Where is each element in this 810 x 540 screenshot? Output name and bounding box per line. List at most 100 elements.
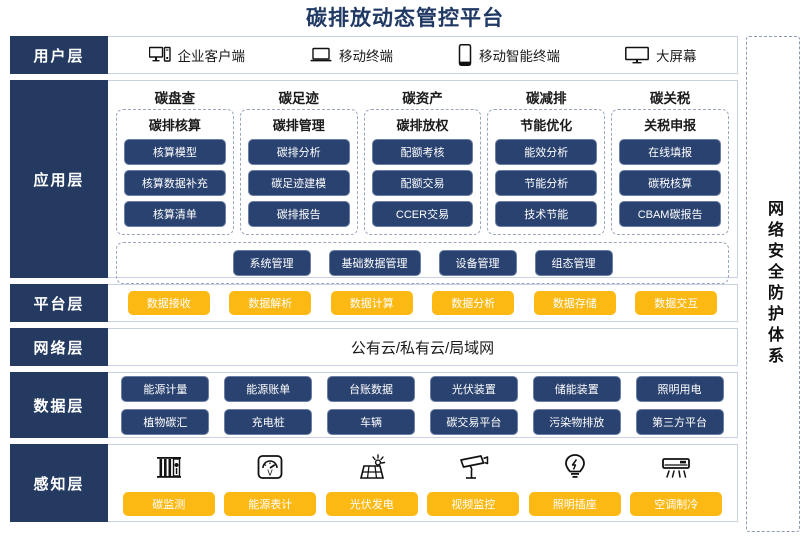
layer-label-platform: 平台层: [10, 284, 108, 322]
app-column-subhead: 节能优化: [520, 118, 573, 133]
app-item[interactable]: 技术节能: [495, 201, 598, 227]
data-item[interactable]: 第三方平台: [635, 408, 724, 435]
app-item[interactable]: 节能分析: [495, 170, 598, 196]
smartphone-icon: [458, 44, 472, 66]
svg-text:V: V: [268, 468, 274, 477]
sense-item-solar[interactable]: 光伏发电: [324, 449, 420, 516]
app-item[interactable]: 配额考核: [371, 139, 474, 165]
app-column-carbon-footprint: 碳足迹 碳排管理 碳排分析 碳足迹建模 碳排报告: [239, 87, 358, 235]
user-item-smart-terminal[interactable]: 移动智能终端: [458, 44, 560, 66]
app-item[interactable]: 核算数据补充: [124, 170, 226, 196]
sense-item-hvac[interactable]: 空调制冷: [628, 449, 724, 516]
data-item[interactable]: 光伏装置: [429, 375, 518, 402]
app-column-head: 碳减排: [526, 91, 567, 106]
user-item-label: 大屏幕: [656, 49, 697, 64]
layer-label-application: 应用层: [10, 80, 108, 278]
data-item[interactable]: 充电桩: [224, 408, 313, 435]
app-item[interactable]: 在线填报: [619, 139, 721, 165]
app-column-carbon-asset: 碳资产 碳排放权 配额考核 配额交易 CCER交易: [363, 87, 482, 235]
security-system-bar: 网络安全防护体系: [746, 36, 800, 532]
app-column-carbon-tariff: 碳关税 关税申报 在线填报 碳税核算 CBAM碳报告: [611, 87, 729, 235]
app-item[interactable]: 核算清单: [124, 201, 226, 227]
management-module-box: 系统管理 基础数据管理 设备管理 组态管理: [116, 242, 729, 284]
app-item[interactable]: 碳排报告: [247, 201, 350, 227]
sense-item-lighting[interactable]: 照明插座: [527, 449, 623, 516]
app-column-subhead: 碳排核算: [148, 118, 201, 133]
user-item-label: 企业客户端: [177, 49, 246, 64]
management-item[interactable]: 设备管理: [438, 250, 517, 276]
user-item-mobile-terminal[interactable]: 移动终端: [310, 45, 393, 65]
data-item[interactable]: 能源账单: [224, 375, 313, 402]
data-row: 植物碳汇 充电桩 车辆 碳交易平台 污染物排放 第三方平台: [118, 408, 727, 435]
security-system-label: 网络安全防护体系: [765, 200, 782, 368]
layer-body-user: 企业客户端 移动终端 移动智能终端: [108, 36, 738, 74]
layer-body-data: 能源计量 能源账单 台账数据 光伏装置 储能装置 照明用电 植物碳汇 充电桩 车…: [108, 372, 738, 438]
app-column-carbon-reduction: 碳减排 节能优化 能效分析 节能分析 技术节能: [487, 87, 606, 235]
management-item[interactable]: 组态管理: [534, 250, 613, 276]
platform-item[interactable]: 数据存储: [533, 291, 616, 315]
carbon-monitor-icon: [154, 449, 184, 485]
data-item[interactable]: 储能装置: [532, 375, 621, 402]
user-item-enterprise-client[interactable]: 企业客户端: [148, 45, 246, 65]
app-item[interactable]: 核算模型: [124, 139, 226, 165]
layer-network: 网络层 公有云/私有云/局域网: [10, 328, 738, 366]
user-item-large-screen[interactable]: 大屏幕: [625, 45, 697, 65]
platform-item[interactable]: 数据交互: [635, 291, 718, 315]
sense-item-label: 空调制冷: [630, 491, 723, 516]
app-column-subhead: 关税申报: [644, 118, 697, 133]
layer-data: 数据层 能源计量 能源账单 台账数据 光伏装置 储能装置 照明用电 植物碳汇 充…: [10, 372, 738, 438]
app-column-head: 碳盘查: [154, 91, 196, 106]
layer-label-sense: 感知层: [10, 444, 108, 522]
light-bulb-icon: [560, 449, 590, 485]
sense-item-label: 光伏发电: [325, 491, 418, 516]
user-item-label: 移动终端: [339, 49, 393, 64]
app-item[interactable]: 碳排分析: [247, 139, 350, 165]
user-item-label: 移动智能终端: [479, 49, 560, 64]
app-item[interactable]: 配额交易: [371, 170, 474, 196]
platform-item[interactable]: 数据计算: [330, 291, 413, 315]
app-column-carbon-inventory: 碳盘查 碳排核算 核算模型 核算数据补充 核算清单: [116, 87, 234, 235]
sense-item-carbon-monitor[interactable]: 碳监测: [121, 449, 217, 516]
management-item[interactable]: 系统管理: [232, 250, 311, 276]
data-item[interactable]: 台账数据: [327, 375, 416, 402]
data-item[interactable]: 车辆: [327, 408, 416, 435]
app-column-head: 碳资产: [402, 91, 443, 106]
layer-label-user: 用户层: [10, 36, 108, 74]
data-item[interactable]: 能源计量: [121, 375, 210, 402]
app-column-head: 碳足迹: [278, 91, 319, 106]
app-column-subhead: 碳排放权: [396, 118, 449, 133]
layer-body-sense: 碳监测 V 能源表计 光伏发电: [108, 444, 738, 522]
platform-item[interactable]: 数据分析: [432, 291, 515, 315]
layer-body-network: 公有云/私有云/局域网: [108, 328, 738, 366]
desktop-tower-icon: [148, 46, 171, 64]
layer-body-platform: 数据接收 数据解析 数据计算 数据分析 数据存储 数据交互: [108, 284, 738, 322]
data-item[interactable]: 植物碳汇: [121, 408, 210, 435]
sense-item-energy-meter[interactable]: V 能源表计: [222, 449, 318, 516]
data-item[interactable]: 污染物排放: [532, 408, 621, 435]
network-text: 公有云/私有云/局域网: [350, 339, 495, 357]
platform-item[interactable]: 数据接收: [127, 291, 210, 315]
sense-item-cctv[interactable]: 视频监控: [425, 449, 521, 516]
app-item[interactable]: 能效分析: [495, 139, 598, 165]
sense-item-label: 能源表计: [224, 491, 317, 516]
app-column-subhead: 碳排管理: [272, 118, 325, 133]
layer-platform: 平台层 数据接收 数据解析 数据计算 数据分析 数据存储 数据交互: [10, 284, 738, 322]
layer-application: 应用层 碳盘查 碳排核算 核算模型 核算数据补充 核算清单 碳足迹: [10, 80, 738, 284]
energy-meter-icon: V: [255, 449, 285, 485]
data-item[interactable]: 碳交易平台: [429, 408, 518, 435]
page-title: 碳排放动态管控平台: [306, 7, 504, 30]
app-item[interactable]: CCER交易: [371, 201, 474, 227]
management-item[interactable]: 基础数据管理: [328, 250, 421, 276]
data-item[interactable]: 照明用电: [635, 375, 724, 402]
app-item[interactable]: 碳税核算: [619, 170, 721, 196]
layer-body-application: 碳盘查 碳排核算 核算模型 核算数据补充 核算清单 碳足迹 碳排管理 碳排分析: [108, 80, 738, 284]
large-screen-icon: [625, 46, 649, 64]
app-item[interactable]: CBAM碳报告: [619, 201, 721, 227]
app-item[interactable]: 碳足迹建模: [247, 170, 350, 196]
layer-stack: 用户层 企业客户端 移动终端: [10, 36, 738, 528]
cctv-camera-icon: [457, 449, 489, 485]
layer-label-network: 网络层: [10, 328, 108, 366]
platform-item[interactable]: 数据解析: [229, 291, 312, 315]
data-row: 能源计量 能源账单 台账数据 光伏装置 储能装置 照明用电: [118, 375, 727, 402]
